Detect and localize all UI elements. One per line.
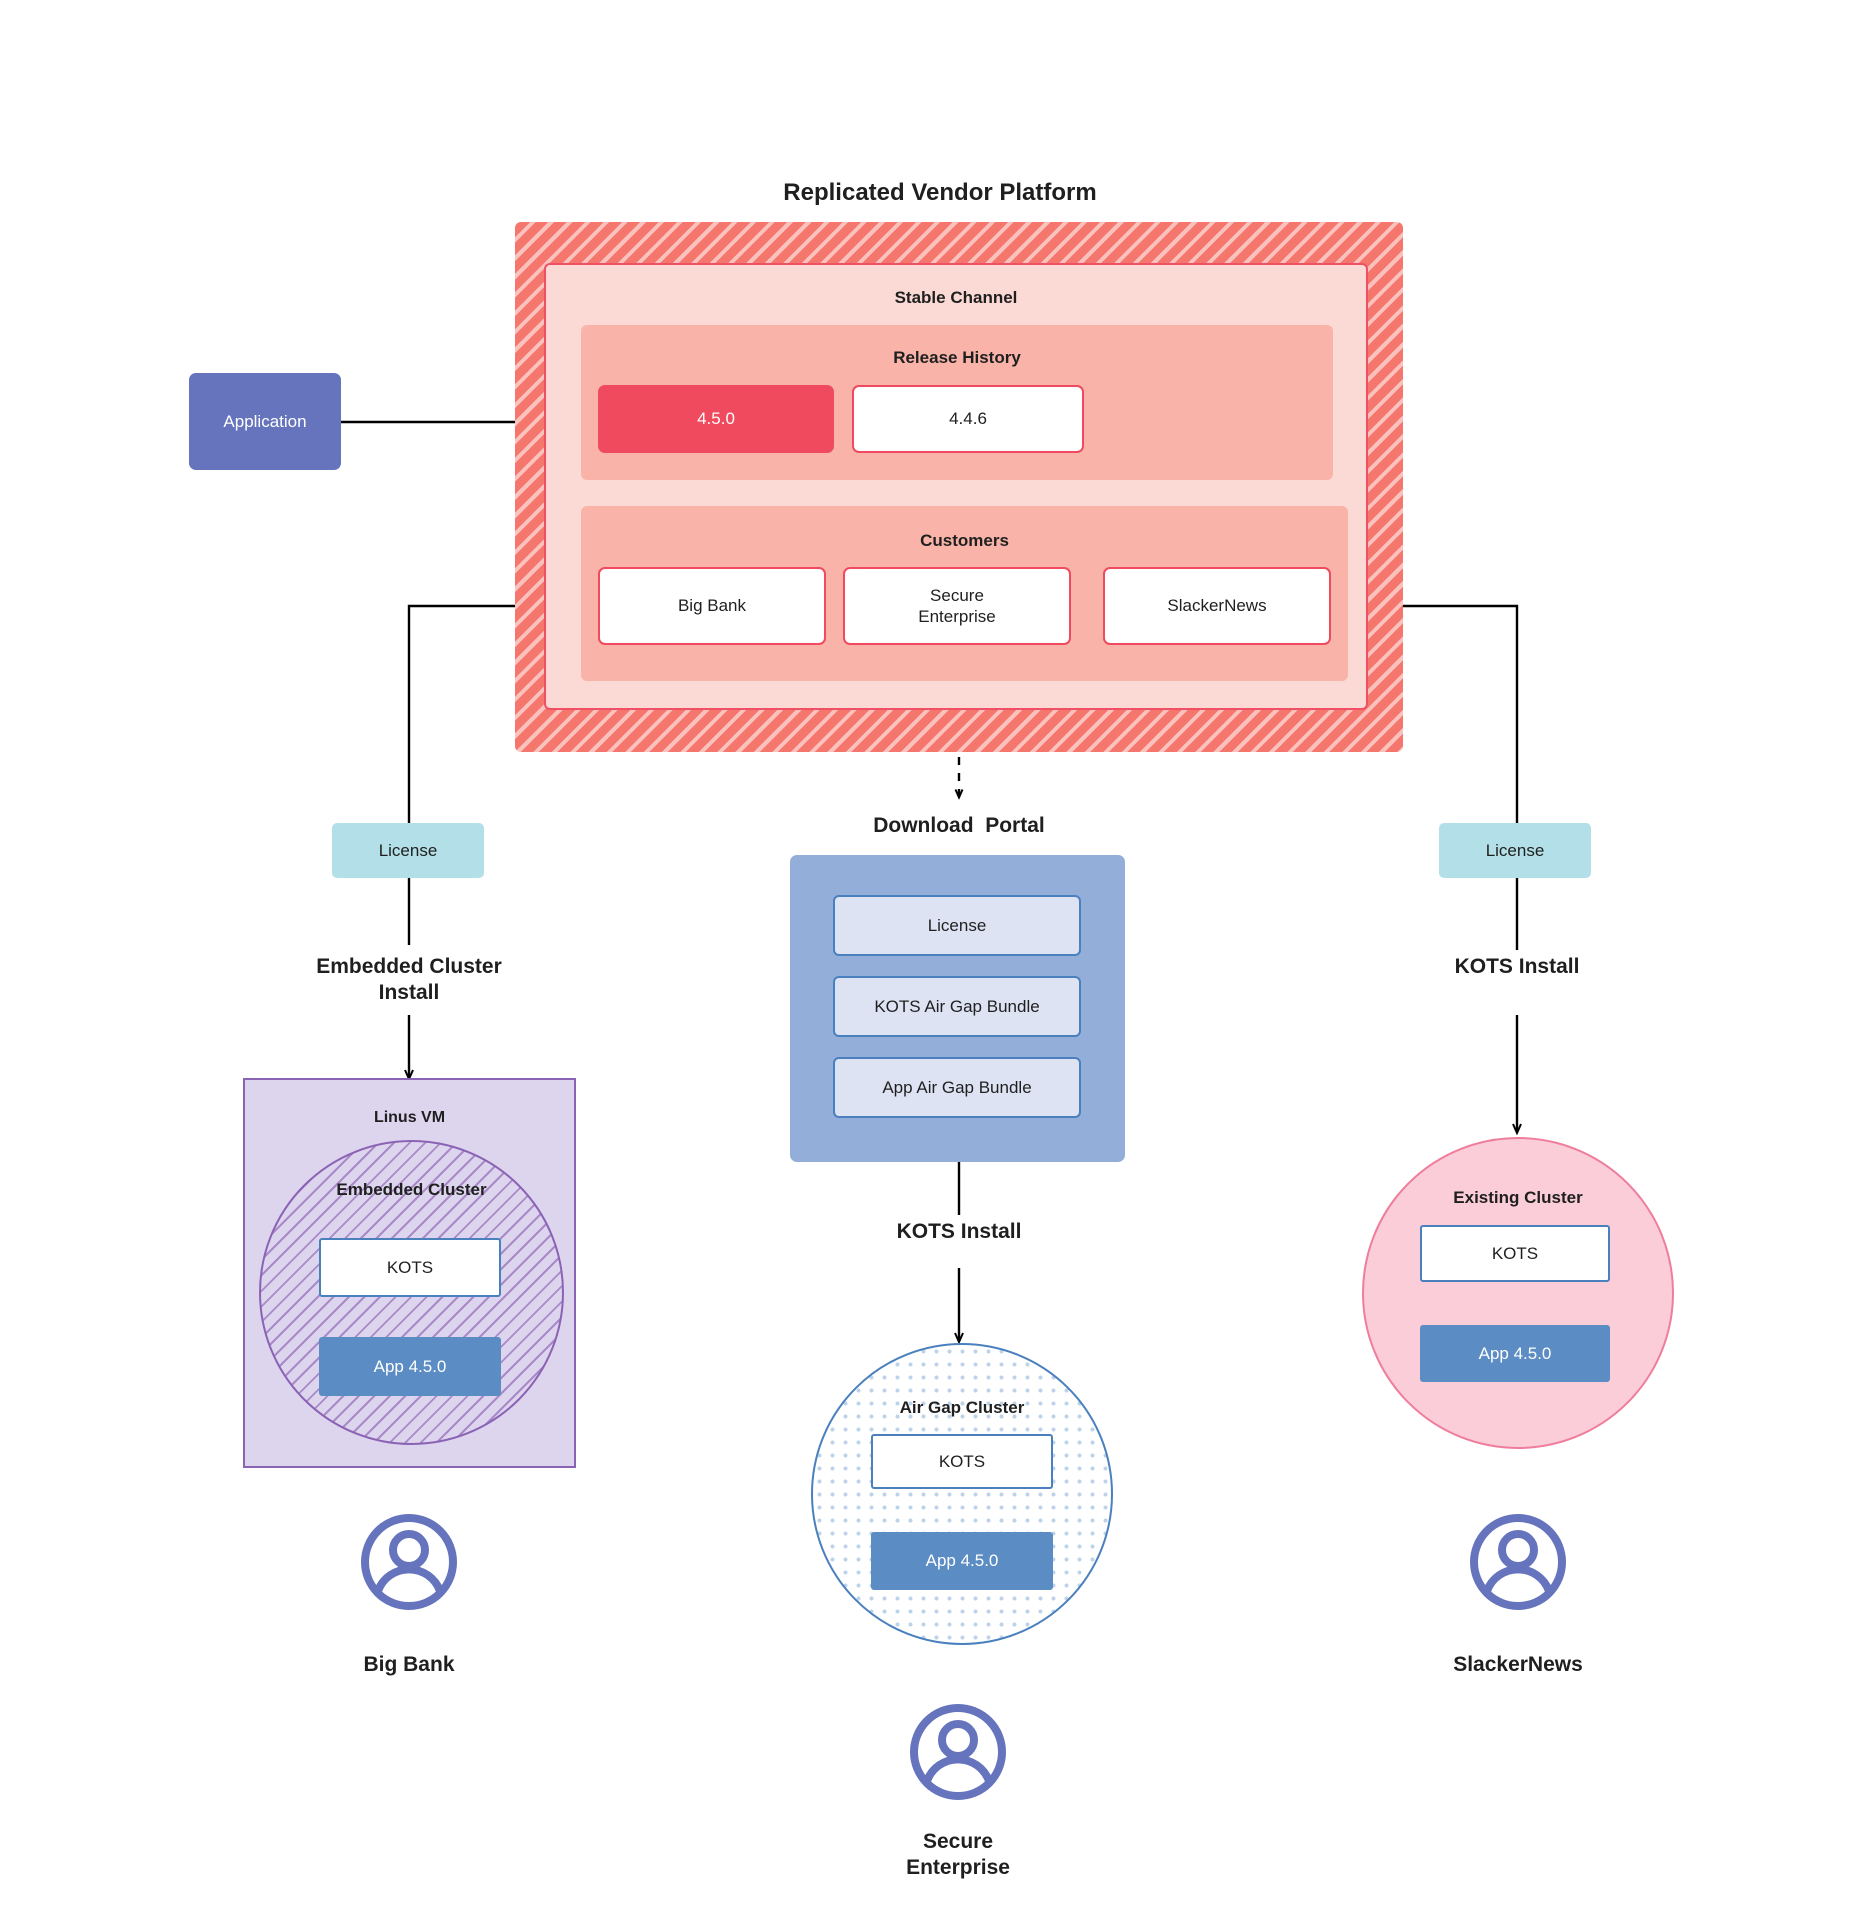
application-box[interactable]: Application — [189, 373, 341, 470]
airgap-app-box[interactable]: App 4.5.0 — [871, 1532, 1053, 1590]
vm-app-box[interactable]: App 4.5.0 — [319, 1337, 501, 1396]
customer-chip-big-bank[interactable]: Big Bank — [598, 567, 826, 645]
existing-cluster-circle — [1362, 1137, 1674, 1449]
airgap-kots-box[interactable]: KOTS — [871, 1434, 1053, 1489]
linux-vm-label: Linus VM — [373, 1109, 446, 1126]
customers-label: Customers — [920, 531, 1009, 551]
avatar-slackernews — [1468, 1512, 1568, 1612]
flow-label-kots-install-right: KOTS Install — [1454, 954, 1580, 978]
portal-item-app-air-gap-bundle[interactable]: App Air Gap Bundle — [833, 1057, 1081, 1118]
air-gap-cluster-circle — [811, 1343, 1113, 1645]
persona-label-secure-enterprise: Secure Enterprise — [906, 1829, 1010, 1879]
release-chip-previous[interactable]: 4.4.6 — [852, 385, 1084, 453]
embedded-cluster-label: Embedded Cluster — [336, 1180, 487, 1200]
persona-label-big-bank: Big Bank — [363, 1652, 455, 1676]
avatar-secure-enterprise — [908, 1702, 1008, 1802]
release-history-label: Release History — [893, 348, 1021, 368]
license-chip-right[interactable]: License — [1439, 823, 1591, 878]
customer-chip-slackernews[interactable]: SlackerNews — [1103, 567, 1331, 645]
existing-cluster-label: Existing Cluster — [1453, 1188, 1583, 1208]
license-chip-left[interactable]: License — [332, 823, 484, 878]
person-icon — [910, 1704, 1006, 1800]
person-icon — [1470, 1514, 1566, 1610]
flow-label-embedded-cluster-install: Embedded Cluster Install — [316, 954, 502, 1004]
download-portal-title: Download Portal — [873, 813, 1045, 837]
person-icon — [361, 1514, 457, 1610]
release-chip-current[interactable]: 4.5.0 — [598, 385, 834, 453]
air-gap-cluster-label: Air Gap Cluster — [899, 1398, 1025, 1418]
existing-app-box[interactable]: App 4.5.0 — [1420, 1325, 1610, 1382]
portal-item-license[interactable]: License — [833, 895, 1081, 956]
customer-chip-secure-enterprise[interactable]: Secure Enterprise — [843, 567, 1071, 645]
stable-channel-label: Stable Channel — [894, 288, 1018, 308]
persona-label-slackernews: SlackerNews — [1453, 1652, 1583, 1676]
avatar-big-bank — [359, 1512, 459, 1612]
existing-kots-box[interactable]: KOTS — [1420, 1225, 1610, 1282]
portal-item-kots-air-gap-bundle[interactable]: KOTS Air Gap Bundle — [833, 976, 1081, 1037]
vm-kots-box[interactable]: KOTS — [319, 1238, 501, 1297]
flow-label-kots-install-center: KOTS Install — [896, 1219, 1022, 1243]
platform-title: Replicated Vendor Platform — [783, 179, 1097, 206]
